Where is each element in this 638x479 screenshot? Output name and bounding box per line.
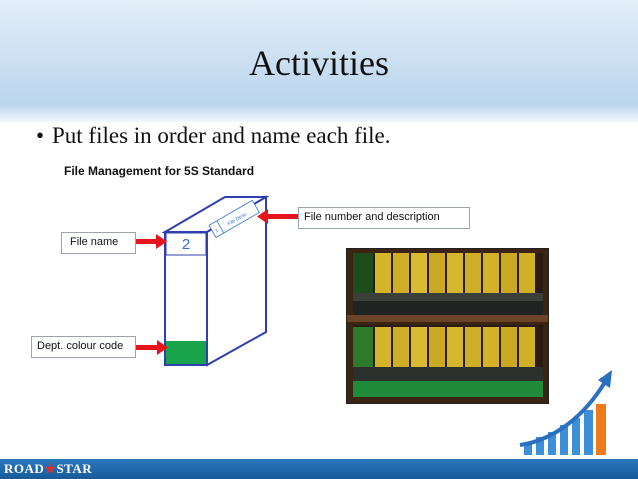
dept-colour-label: Dept. colour code (31, 336, 136, 358)
arrow-file-name (136, 234, 167, 249)
lower-shelf-binders (353, 325, 543, 397)
dept-colour-block (166, 341, 206, 364)
spine-number: 2 (182, 236, 190, 253)
binders-on-shelf-photo (346, 248, 549, 404)
roadstar-logo: ROAD★STAR (4, 461, 92, 477)
file-name-label: File name (61, 232, 136, 254)
arrow-dept-colour (136, 340, 168, 355)
upper-shelf-binders (353, 253, 543, 317)
binders-photo-drawing (347, 249, 549, 404)
footer-bar (0, 459, 638, 479)
file-number-label: File number and description (298, 207, 470, 229)
